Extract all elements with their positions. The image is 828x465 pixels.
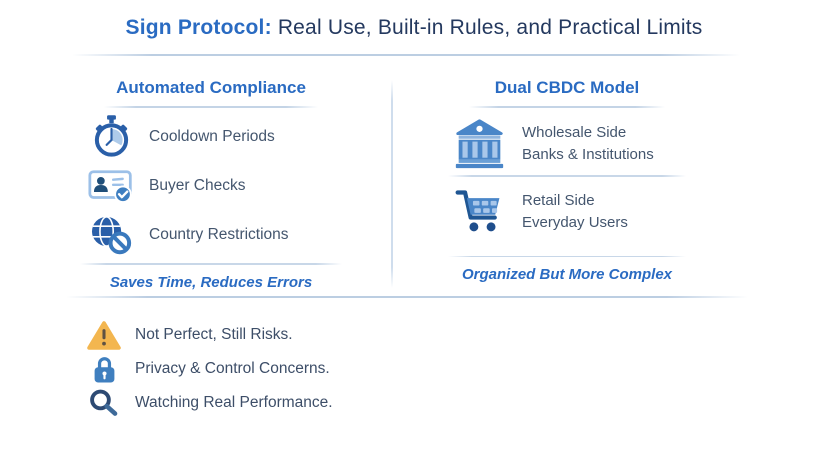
- left-footer-divider: [80, 263, 342, 265]
- list-item: Wholesale Side Banks & Institutions: [448, 112, 686, 175]
- list-item-text: Retail Side Everyday Users: [522, 190, 628, 233]
- right-item-divider: [448, 175, 686, 177]
- caveats-section: Not Perfect, Still Risks. Privacy & Cont…: [86, 318, 333, 420]
- caveat-label: Not Perfect, Still Risks.: [135, 326, 293, 343]
- stopwatch-icon: [88, 115, 134, 158]
- automated-compliance-column: Automated Compliance Cooldown Periods: [80, 78, 342, 291]
- column-divider: [391, 80, 393, 288]
- page-title: Sign Protocol: Real Use, Built-in Rules,…: [0, 16, 828, 40]
- lock-icon: [86, 354, 122, 385]
- shopping-cart-icon: [452, 186, 506, 238]
- title-divider: [72, 54, 740, 56]
- page-title-rest: Real Use, Built-in Rules, and Practical …: [271, 16, 703, 39]
- warning-icon: [86, 320, 122, 351]
- list-item: Not Perfect, Still Risks.: [86, 318, 333, 352]
- list-item-text: Wholesale Side Banks & Institutions: [522, 122, 654, 165]
- list-item-label: Country Restrictions: [149, 225, 289, 243]
- list-item-label: Buyer Checks: [149, 176, 246, 194]
- item-title: Wholesale Side: [522, 124, 627, 141]
- section-divider: [66, 296, 748, 298]
- caveat-label: Privacy & Control Concerns.: [135, 360, 330, 377]
- id-card-check-icon: [88, 167, 134, 204]
- left-column-footer: Saves Time, Reduces Errors: [109, 273, 313, 291]
- list-item: Buyer Checks: [80, 161, 342, 210]
- list-item: Retail Side Everyday Users: [448, 177, 686, 243]
- caveat-label: Watching Real Performance.: [135, 394, 333, 411]
- left-header-underline: [103, 106, 319, 108]
- left-column-header: Automated Compliance: [116, 78, 306, 97]
- item-subtitle: Banks & Institutions: [522, 146, 654, 163]
- globe-restriction-icon: [88, 214, 134, 256]
- list-item: Cooldown Periods: [80, 112, 342, 161]
- magnifier-icon: [86, 388, 122, 418]
- right-header-underline: [469, 106, 665, 108]
- right-column-header: Dual CBDC Model: [494, 78, 640, 97]
- page-title-highlight: Sign Protocol:: [125, 16, 272, 39]
- item-subtitle: Everyday Users: [522, 214, 628, 231]
- list-item: Watching Real Performance.: [86, 386, 333, 420]
- item-title: Retail Side: [522, 192, 595, 209]
- right-column-footer: Organized But More Complex: [461, 266, 673, 283]
- right-footer-divider: [448, 255, 686, 257]
- dual-cbdc-column: Dual CBDC Model: [448, 78, 686, 283]
- list-item: Country Restrictions: [80, 210, 342, 259]
- list-item-label: Cooldown Periods: [149, 127, 275, 145]
- list-item: Privacy & Control Concerns.: [86, 352, 333, 386]
- bank-icon: [452, 117, 506, 170]
